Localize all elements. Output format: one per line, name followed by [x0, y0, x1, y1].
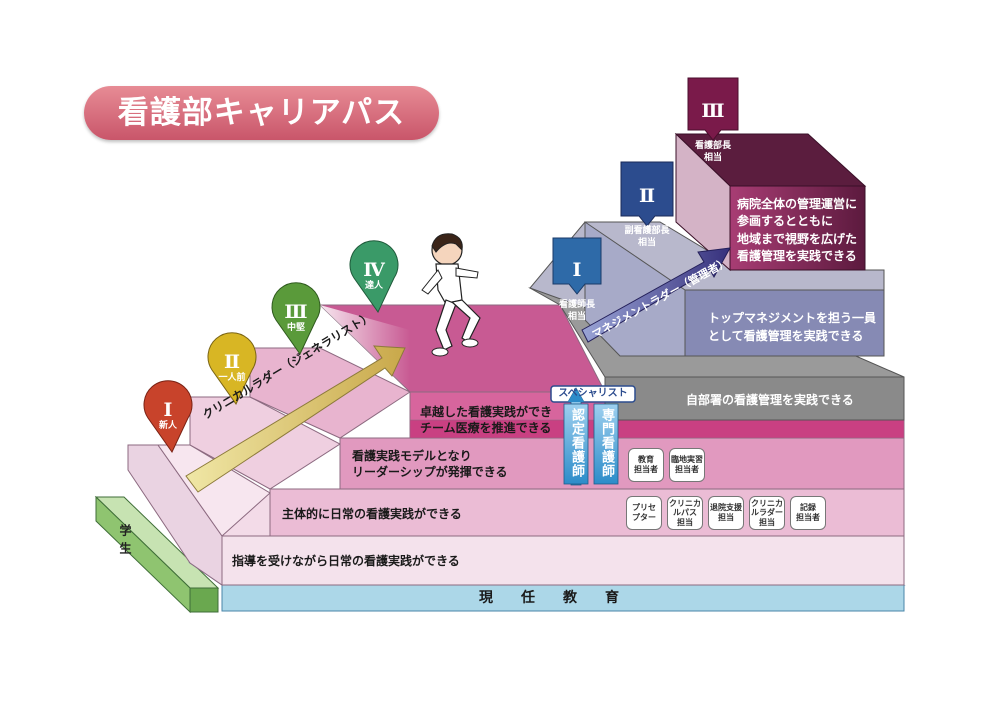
continuing-education-label: 現任教育: [479, 590, 647, 606]
manager-1-pin: Ⅰ 看護師長 相当: [553, 241, 601, 342]
level-1-numeral: Ⅰ: [163, 399, 173, 421]
page-title: 看護部キャリアパス: [84, 86, 439, 140]
pin-level-4: [349, 240, 399, 313]
manager-step-3-text: 病院全体の管理運営に 参画するとともに 地域まで視野を広げた 看護管理を実践でき…: [737, 197, 858, 264]
manager-step-1-text: 自部署の看護管理を実践できる: [686, 393, 854, 407]
role-tag-clinical-training: 臨地実習 担当者: [669, 448, 705, 482]
level-3-pin: Ⅲ 中堅: [276, 302, 316, 334]
manager-3-label: 看護部長 相当: [694, 141, 731, 163]
level-4-numeral: Ⅳ: [363, 259, 385, 281]
role-tag-preceptor: プリセ プター: [626, 496, 662, 530]
manager-3-pin: Ⅲ 看護部長 相当: [688, 82, 738, 183]
specialist-columns: [550, 385, 636, 486]
role-tag-clinical-ladder: クリニカ ルラダー 担当: [749, 496, 785, 530]
step-3-text: 看護実践モデルとなり リーダーシップが発揮できる: [352, 449, 508, 480]
level-2-numeral: Ⅱ: [223, 351, 240, 373]
generalist-pins: [143, 240, 399, 453]
clinical-ladder-arrow: [185, 345, 406, 493]
certified-nurse-label: 認定看護師: [569, 408, 584, 478]
level-2-pin: Ⅱ 一人前: [212, 352, 252, 384]
student-block: [94, 495, 220, 614]
pin-level-3: [271, 282, 321, 355]
pin-level-1: [143, 380, 193, 453]
level-4-pin: Ⅳ 達人: [354, 260, 394, 292]
level-1-label: 新人: [158, 421, 177, 431]
manager-2-numeral: Ⅱ: [638, 185, 655, 207]
manager-1-numeral: Ⅰ: [572, 259, 582, 281]
student-label: 学生: [118, 524, 132, 560]
specialist-label: スペシャリスト: [558, 388, 628, 399]
level-1-pin: Ⅰ 新人: [148, 400, 188, 432]
manager-2-label: 副看護部長 相当: [624, 226, 670, 248]
level-3-numeral: Ⅲ: [284, 301, 308, 323]
manager-step-2-text: トップマネジメントを担う一員 として看護管理を実践できる: [708, 311, 877, 343]
manager-3-numeral: Ⅲ: [701, 100, 725, 122]
pin-manager-2: [620, 161, 674, 227]
running-nurse-figure: [421, 233, 481, 357]
pin-manager-1: [552, 237, 602, 295]
role-tag-records: 記録 担当者: [790, 496, 826, 530]
manager-pins: [552, 77, 739, 295]
level-3-label: 中堅: [286, 323, 305, 333]
role-tag-discharge-support: 退院支援 担当: [708, 496, 744, 530]
level-2-label: 一人前: [218, 373, 246, 383]
specialist-nurse-label: 専門看護師: [599, 408, 614, 478]
step-2-text: 主体的に日常の看護実践ができる: [282, 507, 462, 521]
management-ladder-arrow: [581, 247, 731, 343]
manager-1-label: 看護師長 相当: [558, 300, 595, 322]
pin-level-2: [207, 332, 257, 405]
step-4-text: 卓越した看護実践ができ チーム医療を推進できる: [420, 405, 553, 436]
role-tag-education: 教育 担当者: [628, 448, 664, 482]
role-tag-clinical-path: クリニカ ルパス 担当: [667, 496, 703, 530]
manager-2-pin: Ⅱ 副看護部長 相当: [621, 167, 673, 268]
level-4-label: 達人: [364, 281, 383, 291]
step-1-text: 指導を受けながら日常の看護実践ができる: [232, 554, 460, 568]
pin-manager-3: [687, 77, 739, 141]
